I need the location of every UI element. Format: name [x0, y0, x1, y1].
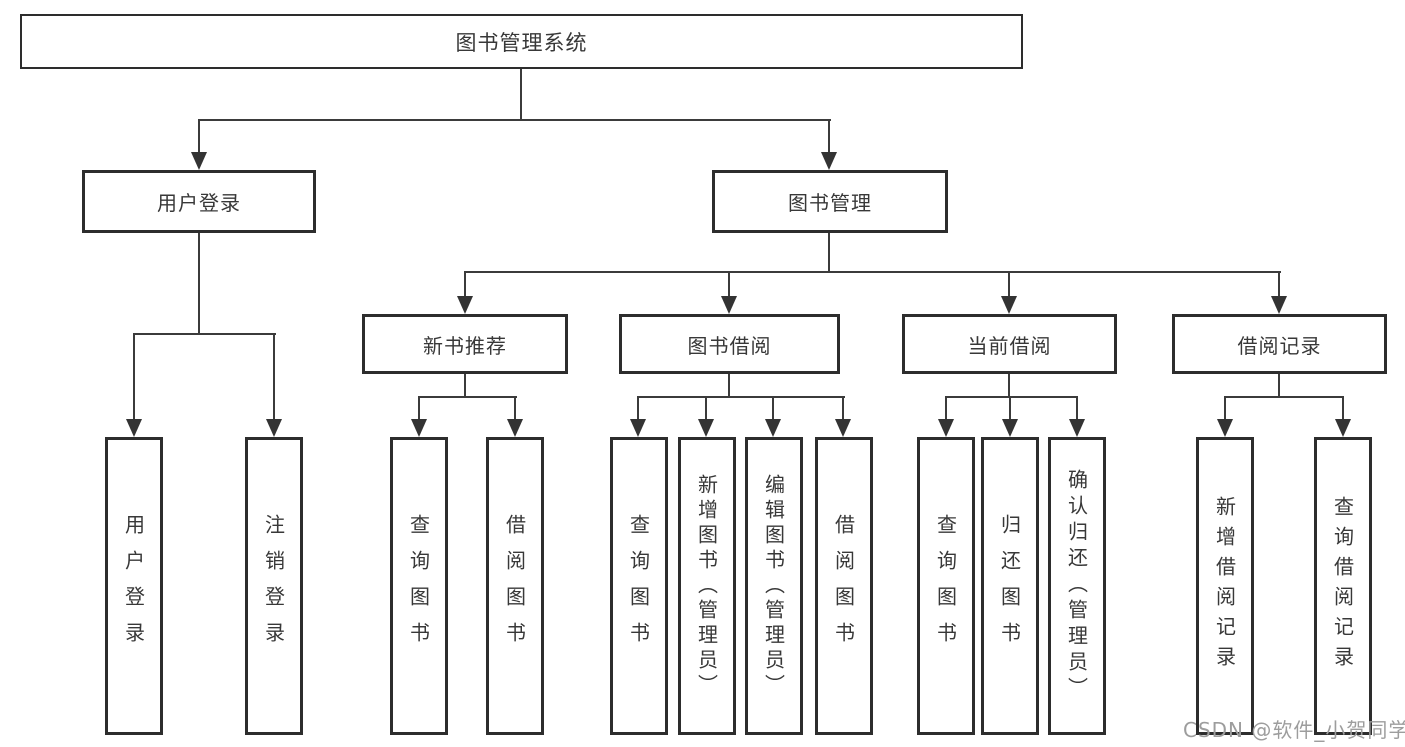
arrowhead-bor-query — [630, 419, 646, 437]
arrowhead-user-login — [191, 152, 207, 170]
connector-drop-bor-query — [637, 396, 639, 421]
leaf-query-books-recommend: 查询图书 — [390, 437, 448, 735]
arrowhead-cur-return — [1002, 419, 1018, 437]
node-user-login: 用户登录 — [82, 170, 316, 233]
leaf-borrow-books-recommend: 借阅图书 — [486, 437, 544, 735]
connector-recommend-stub — [464, 374, 466, 398]
node-library-management-system: 图书管理系统 — [20, 14, 1023, 69]
connector-root-hline — [198, 119, 831, 121]
leaf-query-books-borrowing: 查询图书 — [610, 437, 668, 735]
arrowhead-leaf-logout — [266, 419, 282, 437]
connector-drop-bor-edit — [772, 396, 774, 421]
connector-bookmgmt-hline — [464, 271, 1281, 273]
connector-recommend-hline — [418, 396, 517, 398]
connector-drop-borrowing — [728, 271, 730, 298]
arrowhead-rec-query — [411, 419, 427, 437]
node-book-management: 图书管理 — [712, 170, 948, 233]
connector-records-hline — [1224, 396, 1344, 398]
node-borrowing-records: 借阅记录 — [1172, 314, 1387, 374]
arrowhead-bor-add — [698, 419, 714, 437]
arrowhead-leaf-login — [126, 419, 142, 437]
arrowhead-rec-add-record — [1217, 419, 1233, 437]
connector-drop-cur-query — [945, 396, 947, 421]
connector-drop-leaf-logout — [273, 333, 275, 421]
connector-borrowing-stub — [728, 374, 730, 398]
connector-bookmgmt-stub — [828, 233, 830, 273]
csdn-watermark: CSDN @软件_小贺同学 — [1183, 718, 1405, 742]
leaf-borrow-books: 借阅图书 — [815, 437, 873, 735]
connector-current-hline — [945, 396, 1078, 398]
arrowhead-records — [1271, 296, 1287, 314]
connector-drop-book-management — [828, 119, 830, 154]
leaf-query-books-current: 查询图书 — [917, 437, 975, 735]
connector-drop-bor-borrow — [842, 396, 844, 421]
connector-borrowing-hline — [637, 396, 845, 398]
leaf-confirm-return-admin: 确认归还（管理员） — [1048, 437, 1106, 735]
node-current-borrowing: 当前借阅 — [902, 314, 1117, 374]
arrowhead-book-management — [821, 152, 837, 170]
arrowhead-bor-edit — [765, 419, 781, 437]
connector-drop-current — [1008, 271, 1010, 298]
node-book-borrowing: 图书借阅 — [619, 314, 840, 374]
leaf-edit-books-admin: 编辑图书（管理员） — [745, 437, 803, 735]
arrowhead-cur-query — [938, 419, 954, 437]
connector-drop-rec-borrow — [514, 396, 516, 421]
connector-drop-leaf-login — [133, 333, 135, 421]
connector-drop-cur-confirm — [1076, 396, 1078, 421]
leaf-logout: 注销登录 — [245, 437, 303, 735]
arrowhead-bor-borrow — [835, 419, 851, 437]
arrowhead-current — [1001, 296, 1017, 314]
connector-userlogin-stub — [198, 233, 200, 335]
leaf-user-login: 用户登录 — [105, 437, 163, 735]
node-new-book-recommendation: 新书推荐 — [362, 314, 568, 374]
connector-drop-rec-query — [418, 396, 420, 421]
arrowhead-recommend — [457, 296, 473, 314]
connector-drop-cur-return — [1009, 396, 1011, 421]
leaf-add-books-admin: 新增图书（管理员） — [678, 437, 736, 735]
arrowhead-rec-query-record — [1335, 419, 1351, 437]
arrowhead-rec-borrow — [507, 419, 523, 437]
arrowhead-borrowing — [721, 296, 737, 314]
connector-userlogin-hline — [133, 333, 276, 335]
leaf-query-borrow-record: 查询借阅记录 — [1314, 437, 1372, 735]
connector-current-stub — [1008, 374, 1010, 398]
leaf-add-borrow-record: 新增借阅记录 — [1196, 437, 1254, 735]
connector-drop-records — [1278, 271, 1280, 298]
connector-drop-recommend — [464, 271, 466, 298]
connector-drop-bor-add — [705, 396, 707, 421]
connector-records-stub — [1278, 374, 1280, 398]
arrowhead-cur-confirm — [1069, 419, 1085, 437]
connector-drop-rec-add-record — [1224, 396, 1226, 421]
connector-drop-user-login — [198, 119, 200, 154]
connector-drop-rec-query-record — [1342, 396, 1344, 421]
connector-root-stub — [520, 69, 522, 121]
leaf-return-books: 归还图书 — [981, 437, 1039, 735]
